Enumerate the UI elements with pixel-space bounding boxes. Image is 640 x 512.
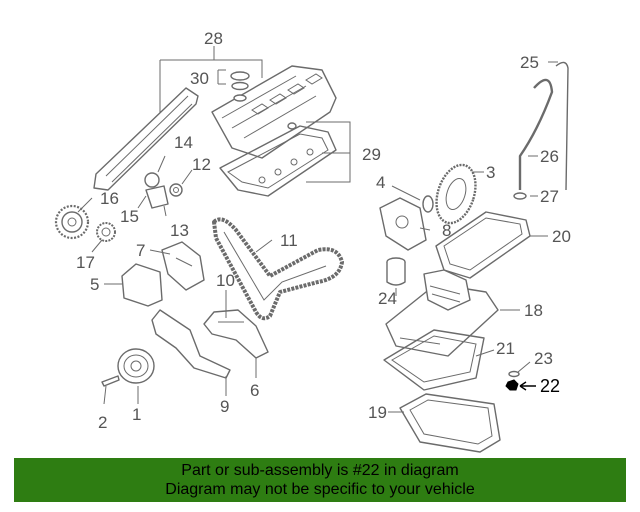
callout-9[interactable]: 9: [220, 397, 229, 416]
flywheel-3: [435, 163, 484, 225]
callout-16[interactable]: 16: [100, 189, 119, 208]
rear-cover-6: [203, 290, 269, 378]
callout-24[interactable]: 24: [378, 289, 397, 308]
gasket-21: [383, 329, 495, 391]
callout-26[interactable]: 26: [540, 147, 559, 166]
dipstick-tube-26: [518, 78, 554, 190]
gasket-29: [219, 121, 351, 197]
callout-29[interactable]: 29: [362, 145, 381, 164]
callout-labels: 28 30 14 12 16 15 13 17 7 11 5 10 6 9 2 …: [76, 29, 571, 432]
oil-filter-24: [386, 257, 406, 296]
crank-pulley-1: [117, 348, 155, 404]
washer-23: [508, 361, 531, 378]
callout-12[interactable]: 12: [192, 155, 211, 174]
oil-pump-8: [379, 197, 431, 251]
callout-4[interactable]: 4: [376, 173, 385, 192]
upper-oil-pan-18: [385, 269, 520, 357]
info-banner: Part or sub-assembly is #22 in diagram D…: [14, 458, 626, 502]
tensioner-assembly: [137, 155, 193, 217]
banner-line-part: Part or sub-assembly is #22 in diagram: [181, 462, 459, 479]
callout-10[interactable]: 10: [216, 271, 235, 290]
callout-5[interactable]: 5: [90, 275, 99, 294]
callout-21[interactable]: 21: [496, 339, 515, 358]
bolt-2: [101, 375, 120, 405]
callout-28[interactable]: 28: [204, 29, 223, 48]
callout-17[interactable]: 17: [76, 253, 95, 272]
callout-23[interactable]: 23: [534, 349, 553, 368]
drain-plug-22: [505, 379, 536, 391]
cover-7: [149, 241, 205, 291]
callout-18[interactable]: 18: [524, 301, 543, 320]
callout-14[interactable]: 14: [174, 133, 193, 152]
callout-2[interactable]: 2: [98, 413, 107, 432]
callout-25[interactable]: 25: [520, 53, 539, 72]
callout-20[interactable]: 20: [552, 227, 571, 246]
leader-30: [217, 69, 226, 85]
timing-belt-11: [212, 217, 344, 321]
callout-1[interactable]: 1: [132, 405, 141, 424]
timing-cover-upper: [93, 87, 199, 191]
seal-27: [513, 192, 538, 200]
callout-19[interactable]: 19: [368, 403, 387, 422]
rear-cover-9: [151, 309, 231, 396]
valve-cover-group: [155, 46, 337, 159]
callout-8[interactable]: 8: [442, 221, 451, 240]
sprocket-17: [91, 222, 116, 253]
callout-6[interactable]: 6: [250, 381, 259, 400]
callout-3[interactable]: 3: [486, 163, 495, 182]
lower-oil-pan-19: [388, 393, 501, 453]
callout-11[interactable]: 11: [280, 231, 298, 250]
callout-13[interactable]: 13: [170, 221, 189, 240]
dipstick-25: [548, 61, 569, 191]
callout-30[interactable]: 30: [190, 69, 209, 88]
cover-5: [104, 263, 163, 307]
camshaft-sprocket-16: [54, 197, 93, 240]
banner-line-disclaimer: Diagram may not be specific to your vehi…: [165, 481, 475, 498]
callout-15[interactable]: 15: [120, 207, 139, 226]
callout-27[interactable]: 27: [540, 187, 559, 206]
washer-4: [391, 185, 434, 213]
callout-22[interactable]: 22: [540, 376, 560, 396]
callout-7[interactable]: 7: [136, 241, 145, 260]
